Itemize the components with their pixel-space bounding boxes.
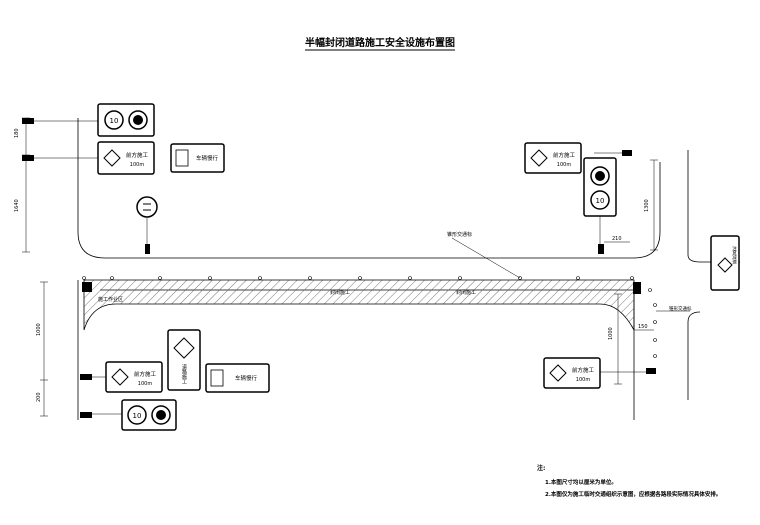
distance-text: 100m xyxy=(557,162,572,168)
right-sign-text: 注意减速 xyxy=(732,245,737,266)
dim-150: 150 xyxy=(638,324,648,330)
cone-marker xyxy=(576,276,580,280)
dim-200: 200 xyxy=(36,392,42,402)
speed-limit-text: 10 xyxy=(596,197,605,205)
distance-text: 100m xyxy=(130,162,145,168)
road-top-edge-left xyxy=(77,118,661,259)
work-zone-hatch xyxy=(83,279,635,331)
cone-marker xyxy=(408,276,412,280)
cone-marker xyxy=(158,276,162,280)
cone-marker xyxy=(208,276,212,280)
notes-line-1: 1.本图尺寸均以厘米为单位。 xyxy=(545,478,617,486)
cone-marker xyxy=(653,338,657,342)
cone-marker xyxy=(630,276,634,280)
closed-label-1: 封闭施工 xyxy=(330,289,350,296)
side-road-bottom xyxy=(687,311,701,400)
roadwork-text: 前方施工 xyxy=(134,370,157,378)
keep-right-sign-bottom: 车辆慢行 xyxy=(205,363,270,393)
side-road-top xyxy=(687,150,740,263)
sign-posts xyxy=(22,118,656,418)
cone-marker xyxy=(82,276,86,280)
cone-marker xyxy=(648,288,652,292)
dim-1640: 1640 xyxy=(14,199,20,212)
right-dimensions xyxy=(604,159,658,385)
keep-right-text: 车辆慢行 xyxy=(196,154,219,162)
cone-marker xyxy=(458,276,462,280)
roadwork-text: 前方施工 xyxy=(126,151,149,159)
keep-right-text: 车辆慢行 xyxy=(235,374,258,382)
cone-line xyxy=(82,276,657,358)
distance-text: 100m xyxy=(138,381,153,387)
cone-marker xyxy=(653,354,657,358)
cone-leader-top xyxy=(451,237,521,279)
diagram-title: 半幅封闭道路施工安全设施布置图 xyxy=(305,36,455,49)
work-zone-label: 施工作业区 xyxy=(98,296,123,303)
speed-sign-vertical-top: 10 xyxy=(583,157,617,217)
speed-sign-pair-bottom: 10 xyxy=(121,399,177,431)
left-dimensions xyxy=(22,117,48,417)
cone-marker xyxy=(258,276,262,280)
dim-1300: 1300 xyxy=(644,199,650,212)
dim-210: 210 xyxy=(612,236,622,242)
roadwork-text: 前方施工 xyxy=(572,366,595,374)
vertical-sign-bottom: 道路施工 xyxy=(167,329,201,391)
cone-label-top: 锥形交通标 xyxy=(447,231,472,238)
speed-limit-text: 10 xyxy=(110,117,119,125)
dim-1000-left: 1000 xyxy=(36,323,42,336)
roadwork-sign-bottom-right: 前方施工 100m xyxy=(543,357,601,389)
closed-label-2: 封闭施工 xyxy=(456,289,476,296)
cone-marker xyxy=(653,320,657,324)
sign-leaders xyxy=(34,120,646,415)
cone-marker xyxy=(358,276,362,280)
roadwork-sign-bottom-left: 前方施工 100m xyxy=(105,361,163,393)
cone-marker xyxy=(653,303,657,307)
speed-limit-text: 10 xyxy=(133,412,142,420)
circle-sign-top xyxy=(136,196,158,218)
dim-180: 180 xyxy=(14,128,20,138)
roadwork-text: 前方施工 xyxy=(553,151,576,159)
roadwork-sign-top-left: 前方施工 100m xyxy=(97,141,155,175)
notes-line-2: 2.本图仅为施工临时交通组织示意图，应根据各路段实际情况具体安排。 xyxy=(545,490,721,498)
speed-sign-pair-top: 10 xyxy=(97,103,155,137)
roadwork-sign-top-right: 前方施工 100m xyxy=(524,142,582,174)
cone-marker xyxy=(308,276,312,280)
cone-label-right: 锥形交通标 xyxy=(669,305,692,312)
right-side-sign: 注意减速 xyxy=(710,235,740,291)
dim-1000-right: 1000 xyxy=(608,327,614,340)
notes-header: 注: xyxy=(537,464,545,472)
keep-right-sign-top: 车辆慢行 xyxy=(170,143,225,173)
vertical-sign-text: 道路施工 xyxy=(181,363,187,384)
cone-marker xyxy=(110,276,114,280)
distance-text: 100m xyxy=(576,377,591,383)
